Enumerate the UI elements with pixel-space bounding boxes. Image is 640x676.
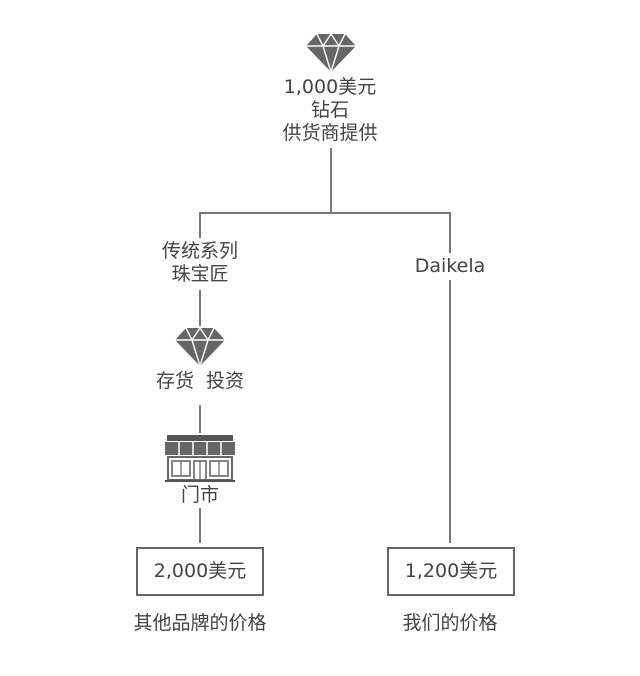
other-brands-price: 2,000美元: [153, 560, 247, 582]
our-price: 1,200美元: [404, 560, 498, 582]
diamond-icon: [306, 33, 356, 73]
other-brands-price-box: 2,000美元: [136, 547, 264, 596]
storefront-icon: [165, 435, 235, 482]
supplier-line2: 供货商提供: [282, 122, 378, 144]
supplier-label: 1,000美元 钻石 供货商提供: [230, 76, 430, 145]
connector-left-vertical-2: [199, 290, 201, 326]
traditional-jeweler-label: 传统系列 珠宝匠: [100, 240, 300, 286]
supplier-line1: 钻石: [310, 99, 349, 121]
other-brands-caption: 其他品牌的价格: [133, 612, 267, 634]
connector-left-vertical-3: [199, 405, 201, 433]
inventory-investment-label: 存货 投资: [155, 370, 245, 392]
connector-left-vertical-4: [199, 508, 201, 543]
traditional-line2: 珠宝匠: [171, 263, 229, 285]
connector-right-vertical-1: [449, 212, 451, 253]
store-label: 门市: [180, 484, 219, 506]
connector-top-vertical: [330, 148, 332, 214]
supplier-price: 1,000美元: [283, 76, 377, 98]
connector-right-vertical-2: [449, 280, 451, 543]
connector-left-vertical-1: [199, 212, 201, 238]
diamond-icon: [175, 327, 225, 367]
daikela-label: Daikela: [414, 255, 486, 277]
our-price-box: 1,200美元: [387, 547, 515, 596]
connector-horizontal: [199, 212, 451, 214]
traditional-line1: 传统系列: [161, 240, 238, 262]
our-price-caption: 我们的价格: [402, 612, 498, 634]
